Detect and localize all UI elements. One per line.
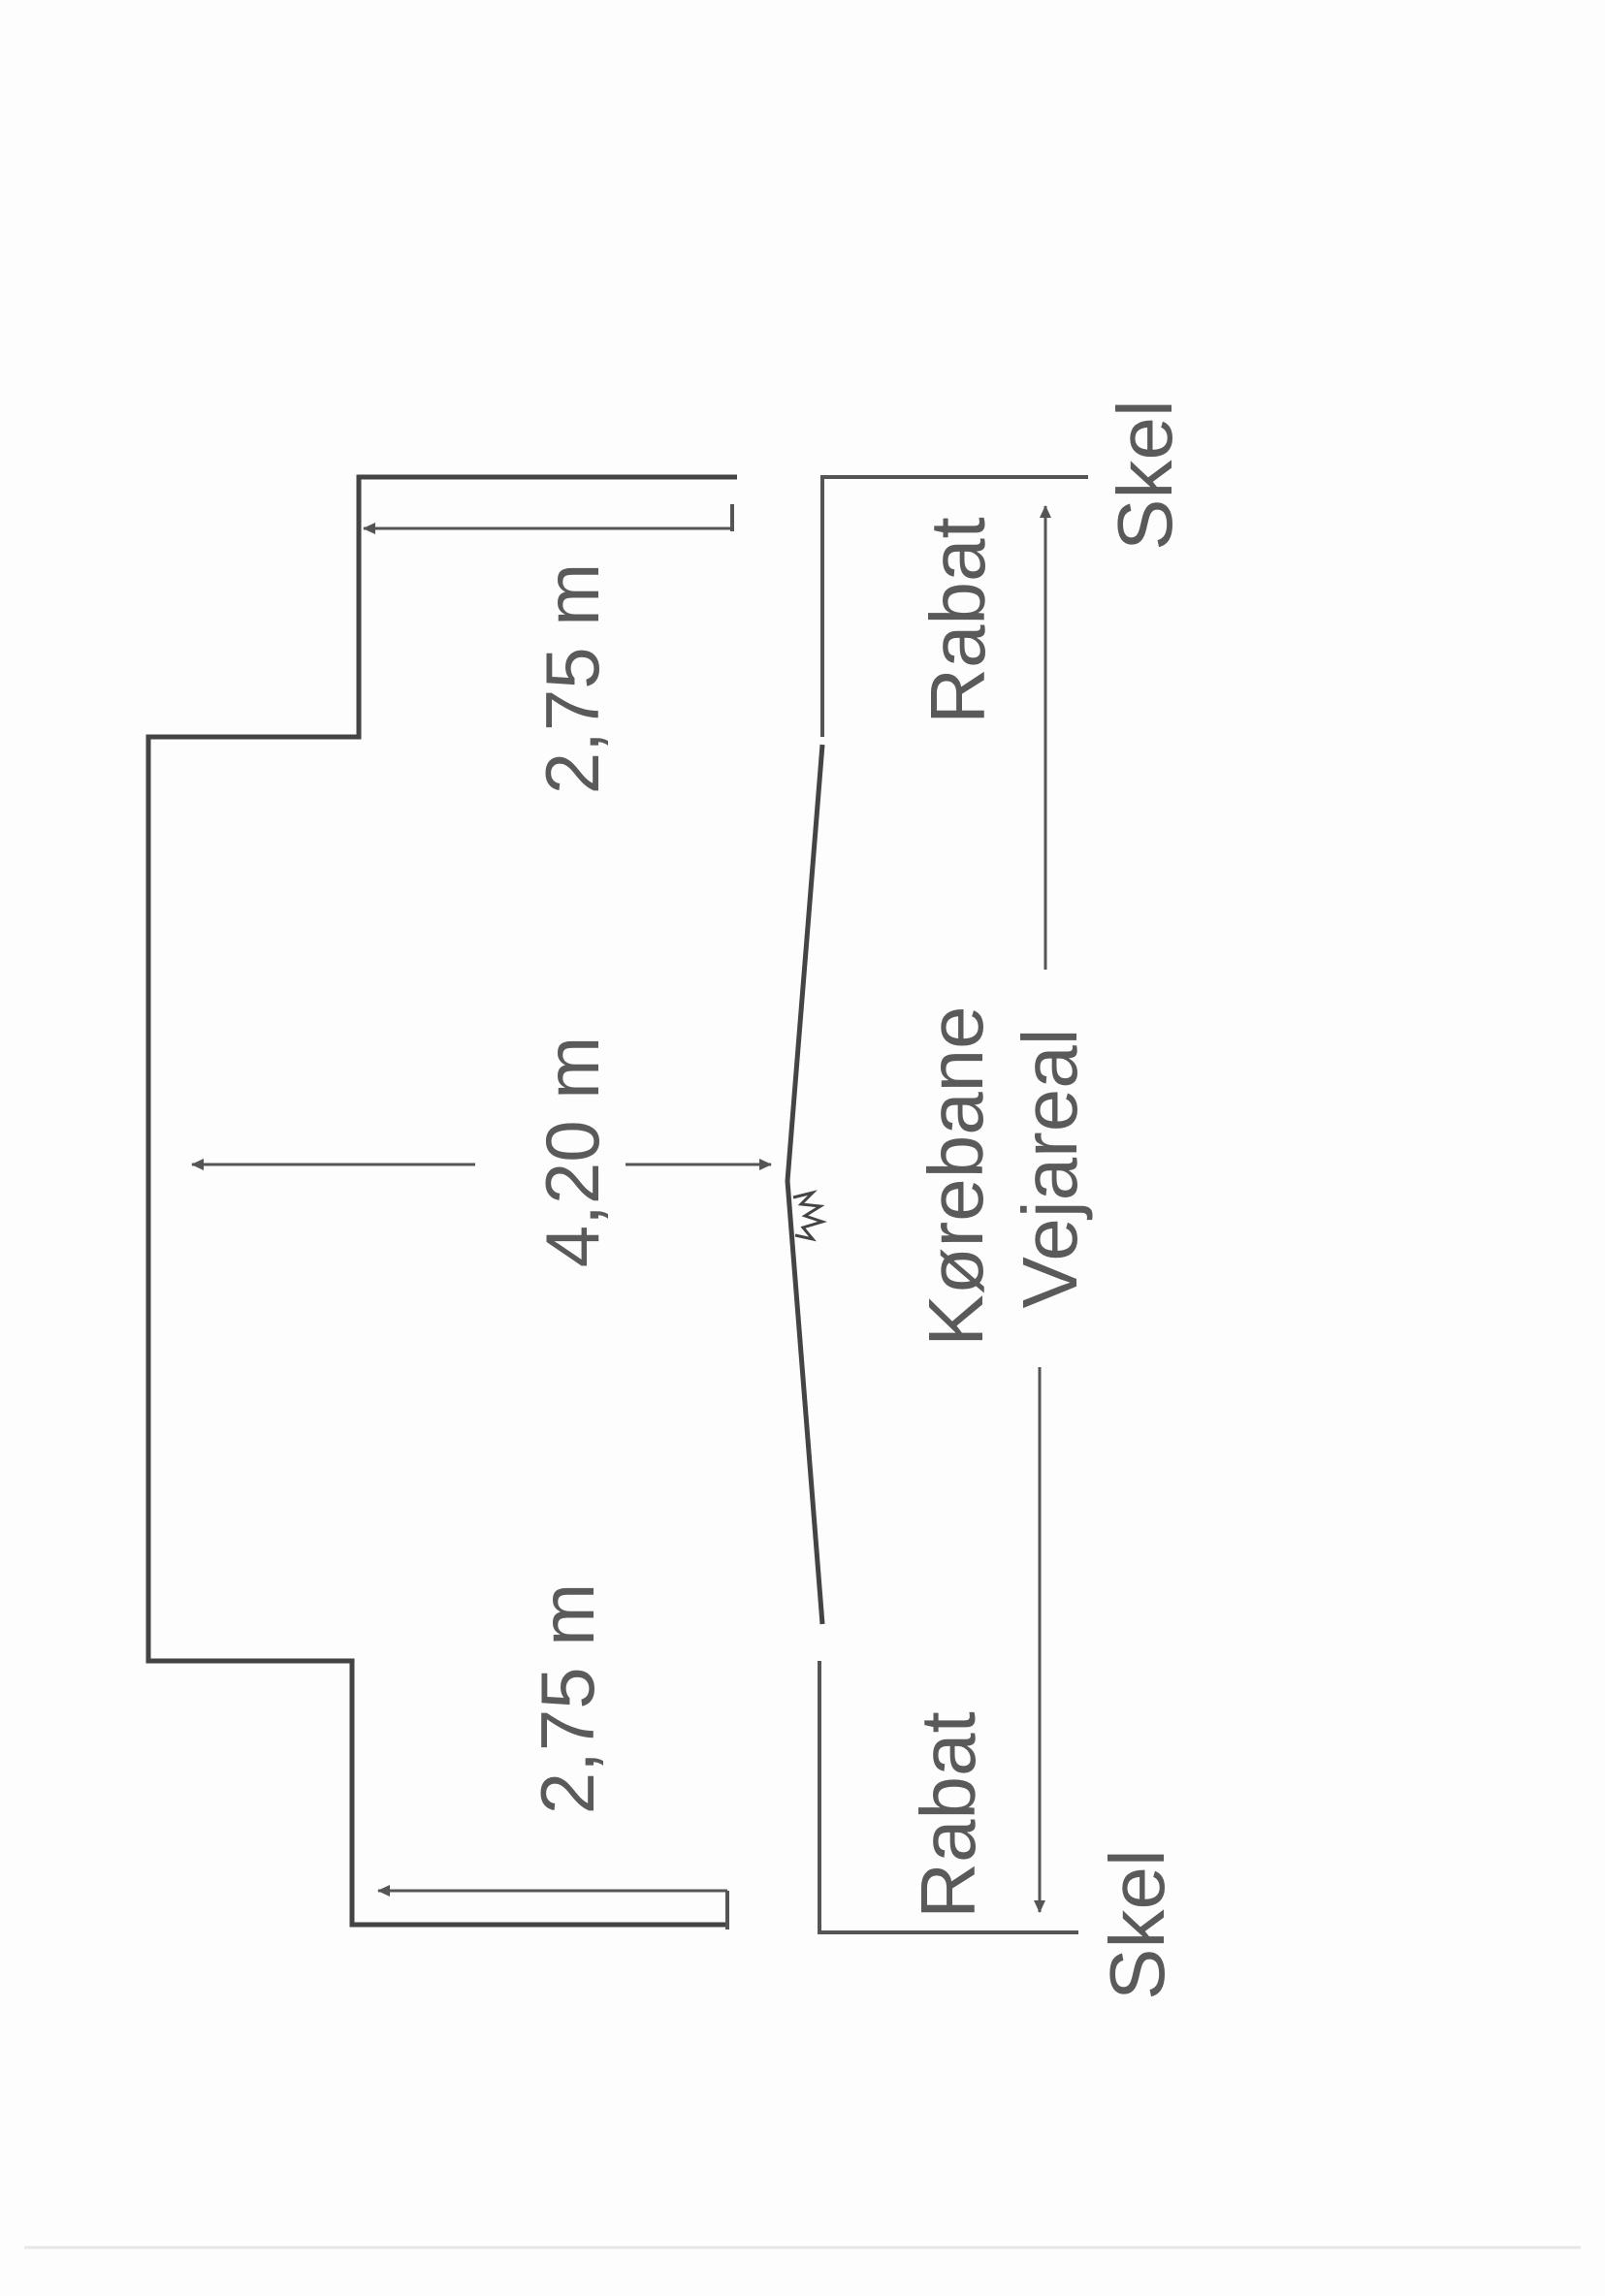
korebane-label: Kørebane (913, 1005, 999, 1346)
left-shoulder-outline (818, 1661, 1078, 1934)
shoulder-right-dimension-label: 2,75 m (530, 563, 615, 794)
right-shoulder-outline (820, 475, 1088, 737)
vejareal-label: Vejareal (1007, 1028, 1093, 1308)
carriageway-surface-line (785, 744, 825, 1625)
crown-mark (792, 1190, 827, 1242)
skel-bottom-label: Skel (1094, 1849, 1180, 2000)
clearance-profile-outline (145, 474, 737, 1928)
carriageway-dimension-label: 4,20 m (530, 1036, 615, 1267)
skel-top-label: Skel (1102, 399, 1188, 551)
shoulder-left-dimension-label: 2,75 m (525, 1583, 610, 1814)
rabat-bottom-label: Rabat (905, 1711, 991, 1918)
rabat-top-label: Rabat (915, 517, 1001, 723)
